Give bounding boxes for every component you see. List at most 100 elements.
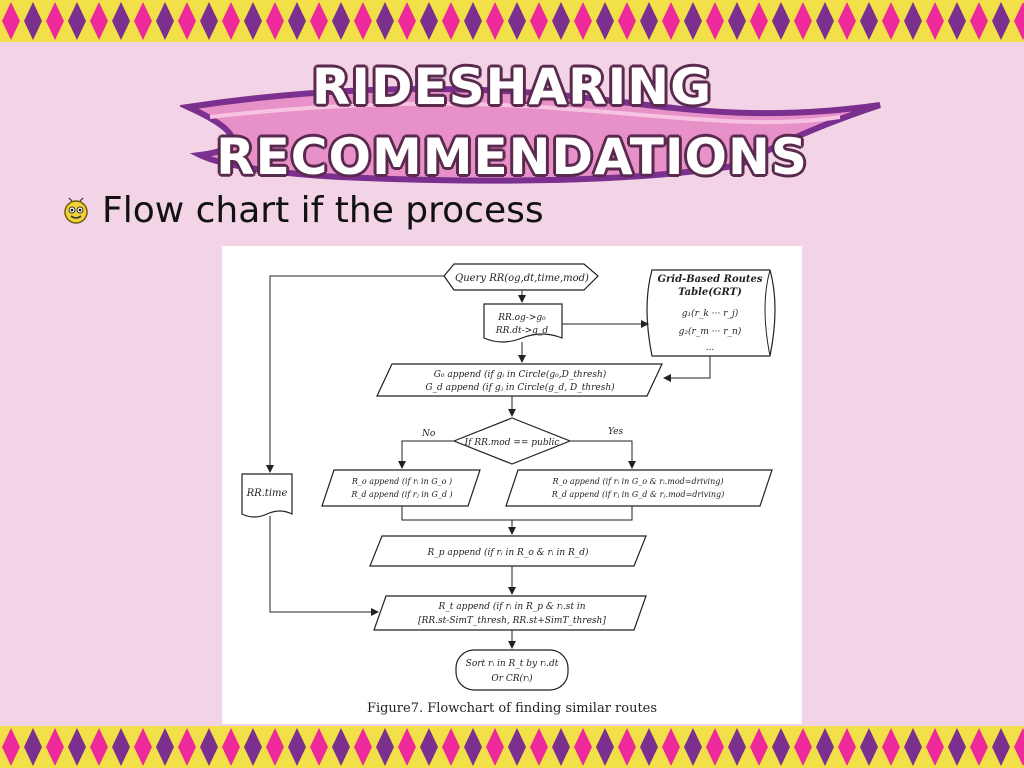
right-append-node (505, 469, 773, 507)
diamond-shape (332, 728, 350, 766)
rr-time-label: RR.time (246, 488, 288, 499)
diamond-shape (156, 2, 174, 40)
diamond-shape (46, 728, 64, 766)
g-append-label-2: G_d append (if gⱼ in Circle(g_d, D_thres… (425, 382, 615, 393)
slide-title-line-1: RIDESHARING (311, 58, 713, 116)
diamond-shape (310, 728, 328, 766)
arrow-grt-to-gappend (663, 356, 711, 382)
diamond-shape (970, 728, 988, 766)
diamond-shape (332, 2, 350, 40)
top-diamond-border (0, 0, 1024, 42)
diamond-shape (244, 2, 262, 40)
diamond-shape (772, 2, 790, 40)
diamond-pattern (2, 728, 1024, 766)
left-append-node (321, 469, 481, 507)
rr-map-label-1: RR.og->g₀ (497, 313, 546, 323)
rt-append-node (373, 595, 647, 631)
diamond-shape (244, 728, 262, 766)
diamond-shape (860, 728, 878, 766)
right-box-label-1: R_o append (if rᵢ in G_o & rᵢ.mod=drivin… (552, 477, 724, 486)
diamond-shape (816, 2, 834, 40)
diamond-shape (596, 2, 614, 40)
diamond-shape (530, 2, 548, 40)
diamond-shape (112, 2, 130, 40)
left-box-label-2: R_d append (if rⱼ in G_d ) (350, 490, 452, 499)
diamond-shape (838, 2, 856, 40)
sort-label-1: Sort rᵢ in R_t by rᵢ.dt (466, 659, 559, 669)
diamond-shape (618, 2, 636, 40)
rp-append-label: R_p append (if rᵢ in R_o & rᵢ in R_d) (426, 547, 589, 558)
diamond-shape (640, 728, 658, 766)
rr-time-node (241, 473, 293, 518)
diamond-shape (200, 2, 218, 40)
diamond-shape (178, 2, 196, 40)
diamond-shape (486, 728, 504, 766)
diamond-shape (662, 728, 680, 766)
rr-map-label-2: RR.dt->g_d (495, 326, 549, 336)
diamond-shape (904, 2, 922, 40)
diamond-shape (68, 728, 86, 766)
diamond-shape (2, 2, 20, 40)
rr-map-node (483, 303, 563, 343)
diamond-shape (970, 2, 988, 40)
diamond-shape (398, 728, 416, 766)
diamond-shape (266, 2, 284, 40)
right-box-label-2: R_d append (if rⱼ in G_d & rⱼ.mod=drivin… (551, 490, 725, 499)
left-box-label-1: R_o append (if rᵢ in G_o ) (351, 477, 452, 486)
diamond-shape (134, 728, 152, 766)
diamond-shape (882, 2, 900, 40)
ribbon-highlight (209, 101, 841, 125)
diamond-shape (508, 728, 526, 766)
diamond-shape (354, 728, 372, 766)
diamond-shape (706, 728, 724, 766)
rt-append-label-2: [RR.st-SimT_thresh, RR.st+SimT_thresh] (418, 616, 606, 626)
diamond-shape (794, 728, 812, 766)
slide-title-line-2: RECOMMENDATIONS (216, 128, 808, 186)
diamond-shape (838, 728, 856, 766)
diamond-shape (112, 728, 130, 766)
diamond-shape (860, 2, 878, 40)
diamond-shape (552, 2, 570, 40)
diamond-shape (2, 728, 20, 766)
grt-label-2: Table(GRT) (678, 287, 742, 298)
rt-append-label-1: R_t append (if rᵢ in R_p & rᵢ.st in (438, 601, 586, 612)
diamond-shape (684, 728, 702, 766)
diamond-shape (90, 2, 108, 40)
arrow-rrtime-to-rt (269, 516, 379, 616)
diamond-shape (354, 2, 372, 40)
diamond-shape (420, 2, 438, 40)
diamond-shape (816, 728, 834, 766)
grt-label-3: g₁(r_k ··· r_j) (682, 308, 739, 319)
diamond-shape (948, 2, 966, 40)
diamond-shape (288, 2, 306, 40)
diamond-shape (662, 2, 680, 40)
flowchart: Query RR(og,dt,time,mod) RR.og->g₀ RR.dt… (241, 263, 776, 716)
diamond-shape (464, 2, 482, 40)
diamond-shape (200, 728, 218, 766)
diamond-shape (508, 2, 526, 40)
diamond-shape (640, 2, 658, 40)
diamond-shape (398, 2, 416, 40)
diamond-shape (750, 728, 768, 766)
diamond-shape (222, 728, 240, 766)
bullet-item: Flow chart if the process (62, 190, 544, 231)
diamond-shape (684, 2, 702, 40)
diamond-shape (772, 728, 790, 766)
diamond-shape (706, 2, 724, 40)
diamond-shape (1014, 728, 1024, 766)
diamond-shape (530, 728, 548, 766)
merge-line (401, 506, 633, 521)
diamond-shape (948, 728, 966, 766)
diamond-shape (552, 728, 570, 766)
diamond-shape (728, 728, 746, 766)
diamond-shape (24, 2, 42, 40)
diamond-shape (926, 2, 944, 40)
diamond-shape (618, 728, 636, 766)
diamond-shape (596, 728, 614, 766)
arrow-yes-branch (570, 440, 636, 469)
diamond-shape (794, 2, 812, 40)
diamond-shape (24, 728, 42, 766)
rp-append-node (369, 535, 647, 567)
query-label: Query RR(og,dt,time,mod) (455, 273, 589, 284)
diamond-shape (178, 728, 196, 766)
